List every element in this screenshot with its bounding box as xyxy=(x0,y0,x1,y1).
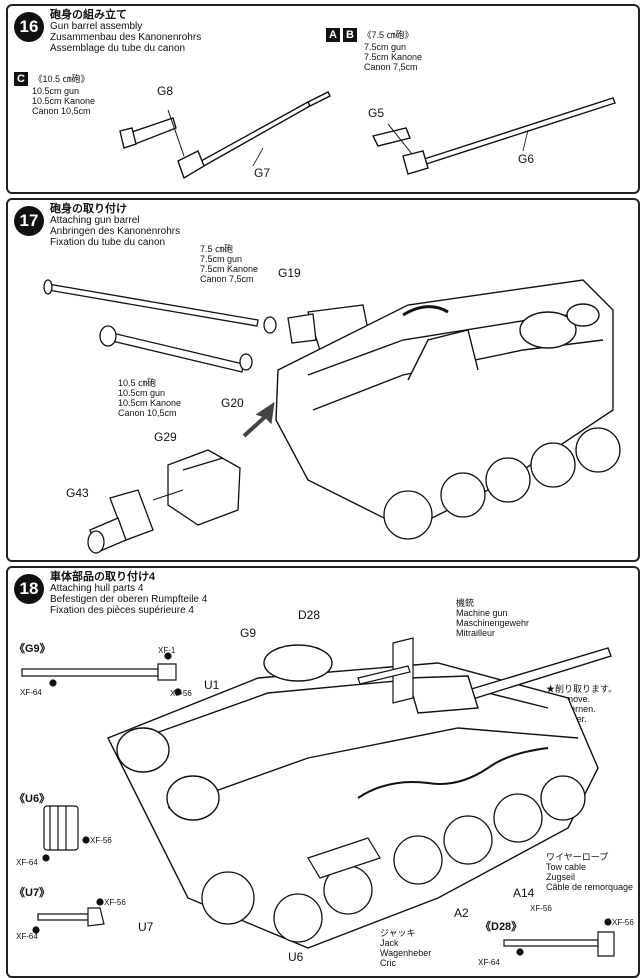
paint-code: XF-56 xyxy=(530,904,552,913)
step-title: 車体部品の取り付け4 Attaching hull parts 4 Befest… xyxy=(50,571,208,617)
part-d28: D28 xyxy=(298,608,321,622)
part-u1: U1 xyxy=(204,678,220,692)
gun-barrel-75-drawing xyxy=(371,97,616,175)
variant-c-label: C 《10.5 ㎝砲》 10.5cm gun 10.5cm Kanone Can… xyxy=(14,72,95,116)
part-g43: G43 xyxy=(66,486,89,500)
tow-cable-label: ワイヤーロープ Tow cable Zugseil Câble de remor… xyxy=(546,852,634,892)
g29-drawing xyxy=(167,449,241,526)
hull-drawing xyxy=(275,279,614,531)
part-a14: A14 xyxy=(513,886,535,900)
paint-code: XF-56 xyxy=(612,918,634,927)
tow-cable-drawing xyxy=(357,747,549,799)
g5-leader xyxy=(387,123,413,155)
roadwheels-drawing xyxy=(383,427,621,540)
part-u6: U6 xyxy=(288,950,304,964)
sub-u7-heading: 《U7》 xyxy=(14,887,51,899)
part-g7: G7 xyxy=(254,166,271,180)
step-17-illustration xyxy=(43,279,621,554)
step-18-illustration xyxy=(21,637,615,957)
step-number: 18 xyxy=(14,574,44,604)
part-g5: G5 xyxy=(368,106,385,120)
part-g20: G20 xyxy=(221,396,244,410)
step-title: 砲身の取り付け Attaching gun barrel Anbringen d… xyxy=(50,203,181,249)
paint-code: XF-56 xyxy=(170,689,192,698)
paint-code: XF-56 xyxy=(104,898,126,907)
g43-drawing xyxy=(87,489,154,554)
part-u7: U7 xyxy=(138,920,154,934)
rotate-arrow xyxy=(402,305,449,317)
gun-105-label: 10.5 ㎝砲 10.5cm gun 10.5cm Kanone Canon 1… xyxy=(118,378,182,418)
part-g6: G6 xyxy=(518,152,535,166)
machine-gun-drawing xyxy=(357,637,414,704)
jack-label: ジャッキ Jack Wagenheber Cric xyxy=(380,928,432,968)
step-title: 砲身の組み立て Gun barrel assembly Zusammenbau … xyxy=(50,9,202,55)
g8-leader xyxy=(167,109,185,157)
paint-code: XF-64 xyxy=(478,958,500,967)
gun-75-label: 7.5 ㎝砲 7.5cm gun 7.5cm Kanone Canon 7,5c… xyxy=(200,244,259,284)
sub-u6-heading: 《U6》 xyxy=(14,793,51,805)
part-g9: G9 xyxy=(240,626,257,640)
sub-d28-heading: 《D28》 xyxy=(480,921,523,933)
roadwheels-drawing-18 xyxy=(201,775,586,943)
u7-subdiagram xyxy=(32,898,105,934)
jack-drawing xyxy=(307,837,381,879)
g6-leader xyxy=(522,129,529,152)
step-number: 17 xyxy=(14,206,44,236)
step-16-panel: 16 砲身の組み立て Gun barrel assembly Zusammenb… xyxy=(6,4,640,194)
sub-g9-heading: 《G9》 xyxy=(14,643,51,655)
gun-barrel-drawing-18 xyxy=(407,647,612,714)
part-g19: G19 xyxy=(278,266,301,280)
paint-code: XF-1 xyxy=(158,646,176,655)
step-number: 16 xyxy=(14,12,44,42)
part-g29: G29 xyxy=(154,430,177,444)
barrel-105-drawing xyxy=(99,325,244,373)
part-a2: A2 xyxy=(454,906,469,920)
part-g8: G8 xyxy=(157,84,174,98)
step-18-panel: 18 車体部品の取り付け4 Attaching hull parts 4 Bef… xyxy=(6,566,640,978)
gun-barrel-105-drawing xyxy=(119,91,331,180)
d28-subdiagram xyxy=(503,918,615,957)
g7-leader xyxy=(252,147,264,167)
step-16-illustration xyxy=(119,91,616,180)
machine-gun-label: 機銃 Machine gun Maschinengewehr Mitraille… xyxy=(456,598,530,638)
paint-code: XF-64 xyxy=(16,932,38,941)
paint-code: XF-56 xyxy=(90,836,112,845)
g9-subdiagram xyxy=(21,652,182,696)
paint-code: XF-64 xyxy=(16,858,38,867)
u6-subdiagram xyxy=(42,805,90,862)
paint-code: XF-64 xyxy=(20,688,42,697)
step-17-panel: 17 砲身の取り付け Attaching gun barrel Anbringe… xyxy=(6,198,640,562)
barrel-75-drawing xyxy=(43,279,259,327)
